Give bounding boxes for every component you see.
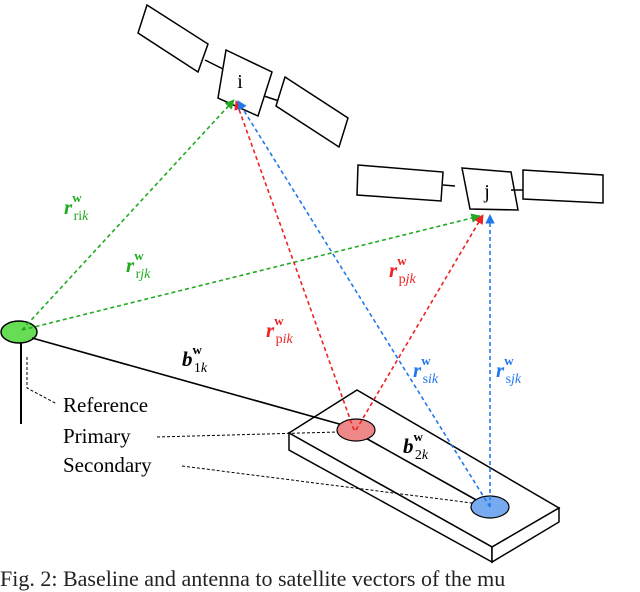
vector-r-si-line (237, 100, 491, 508)
figure-caption: Fig. 2: Baseline and antenna to satellit… (0, 566, 506, 591)
secondary-label: Secondary (63, 453, 152, 477)
satellite-j: j (356, 164, 604, 211)
reference-antenna (0, 320, 38, 424)
baseline-b1-line (31, 337, 351, 428)
primary-label: Primary (63, 424, 131, 448)
satellite-i: i (137, 3, 349, 149)
baseline-b2-line (361, 435, 488, 507)
satellite-j-label: j (483, 181, 490, 203)
vector-r-ri-line (21, 99, 235, 331)
satellite-i-label: i (237, 71, 243, 93)
platform-slab (287, 389, 561, 564)
reference-antenna-ellipse (0, 320, 38, 344)
reference-leader-line (26, 357, 58, 405)
satellite-i-body (217, 48, 273, 118)
satellite-i-right-panel (275, 75, 349, 149)
vector-r-pi-line (234, 100, 355, 431)
satellite-i-left-panel (137, 3, 209, 74)
satellite-j-left-panel (356, 164, 444, 202)
vector-r-rj-line (21, 213, 481, 331)
satellite-j-body (461, 167, 519, 211)
satellite-j-right-panel (522, 169, 604, 204)
secondary-leader-line (181, 465, 473, 504)
primary-leader-line (156, 431, 339, 438)
reference-label: Reference (63, 393, 148, 417)
